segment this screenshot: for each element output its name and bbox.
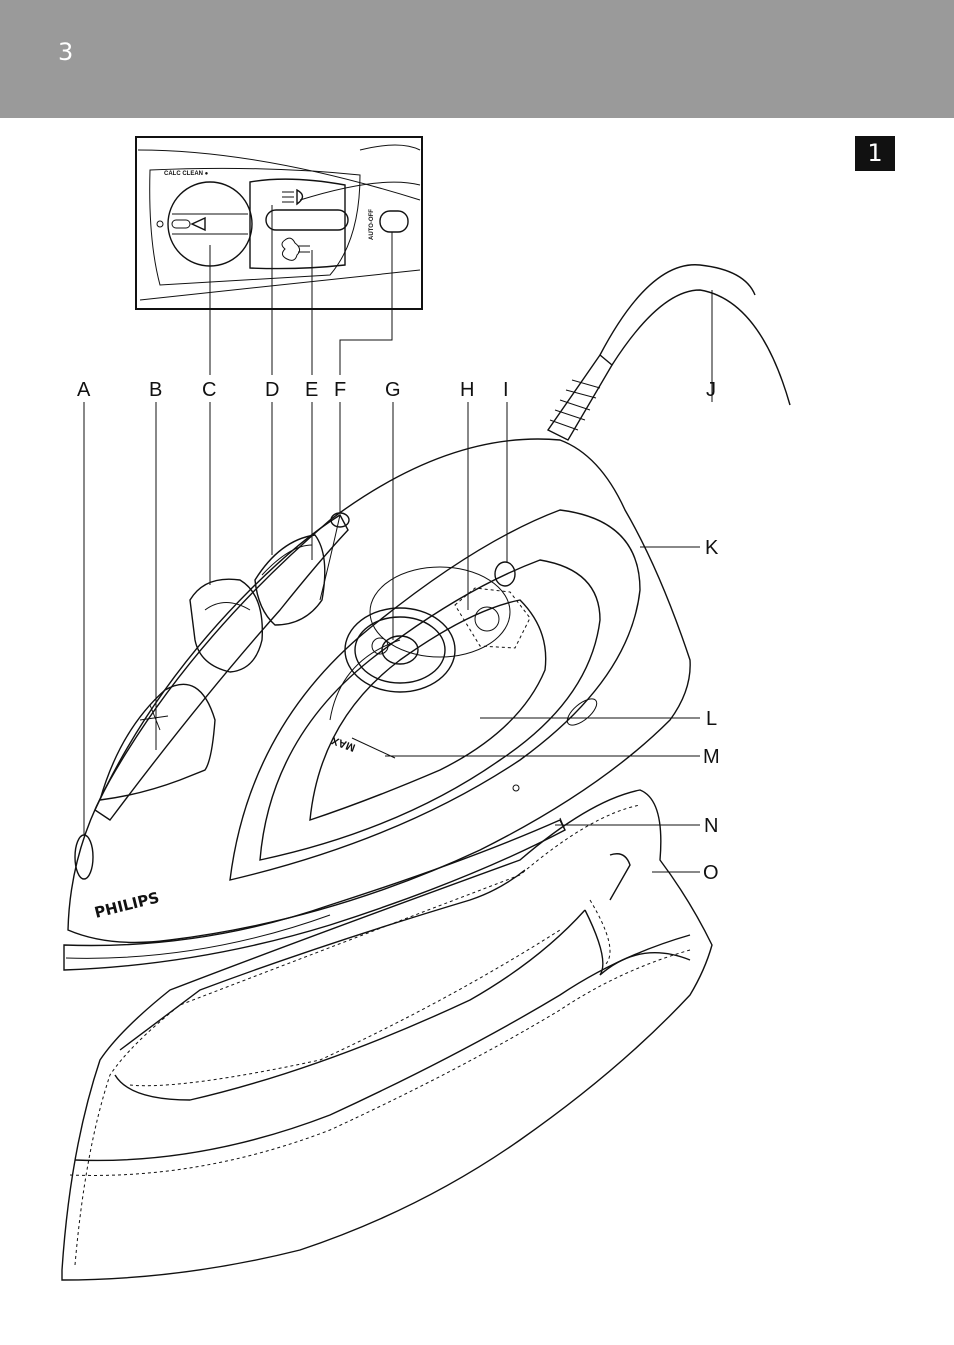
max-mark: MAX — [329, 734, 357, 754]
label-j: J — [706, 379, 716, 401]
label-l: L — [706, 708, 717, 730]
label-a: A — [77, 379, 91, 401]
page-header: 3 — [0, 0, 954, 118]
auto-off-label: AUTO-OFF — [369, 209, 375, 240]
storage-bag — [61, 789, 713, 1281]
label-m: M — [703, 746, 720, 768]
label-g: G — [385, 379, 401, 401]
label-f: F — [334, 379, 346, 401]
steam-iron: PHILIPS MAX — [63, 438, 691, 971]
label-d: D — [265, 379, 279, 401]
power-cord — [546, 264, 791, 441]
calc-clean-label: CALC CLEAN ● — [164, 171, 209, 177]
figure-number-badge: 1 — [855, 136, 895, 171]
label-h: H — [460, 379, 474, 401]
label-i: I — [503, 379, 509, 401]
label-n: N — [704, 815, 718, 837]
inset-detail: CALC CLEAN ● AUTO-OFF — [135, 136, 423, 310]
label-b: B — [149, 379, 162, 401]
label-k: K — [705, 537, 719, 559]
label-e: E — [305, 379, 318, 401]
label-o: O — [703, 862, 719, 884]
page-number: 3 — [58, 38, 74, 66]
label-c: C — [202, 379, 216, 401]
brand-logo: PHILIPS — [93, 888, 161, 921]
